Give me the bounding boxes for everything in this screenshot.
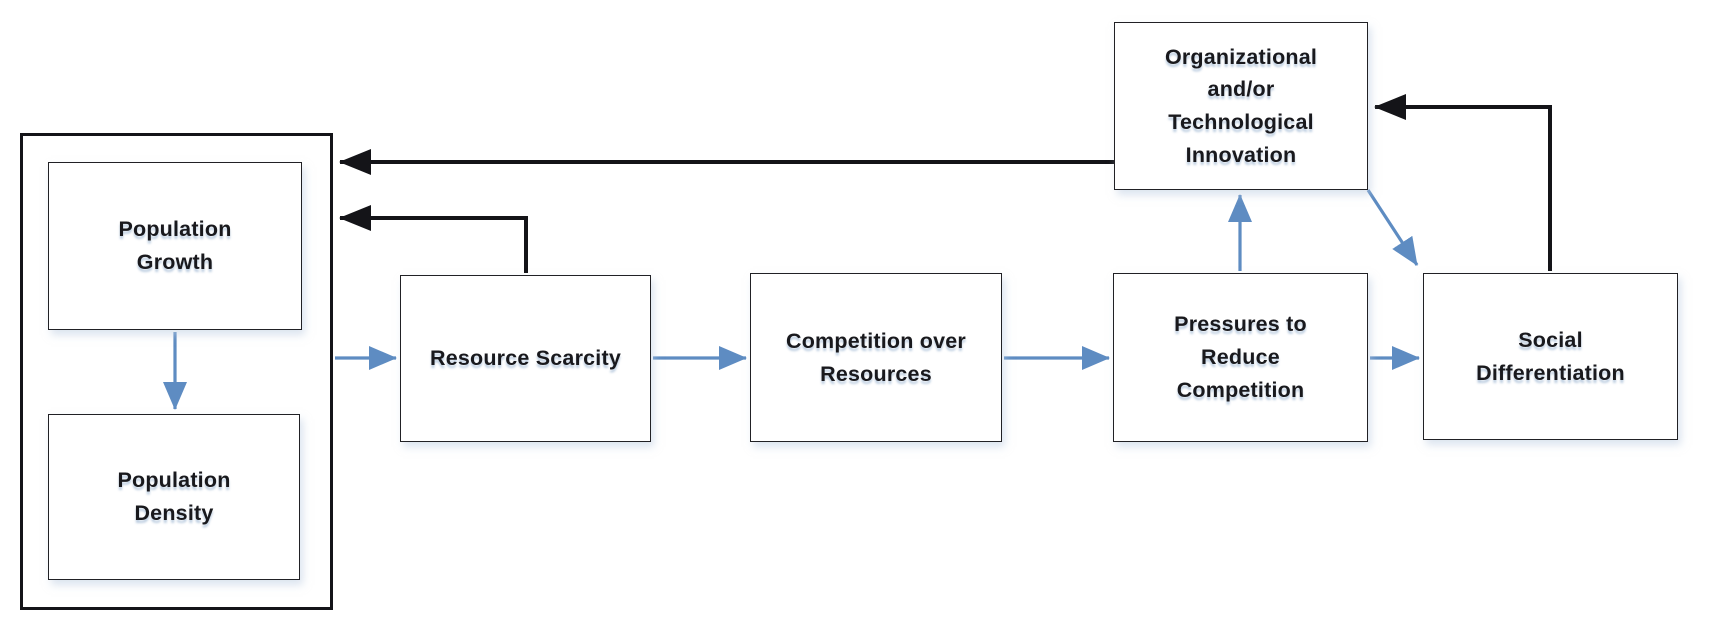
node-population-density: Population Density (48, 414, 300, 580)
node-organizational-technological-innovation: Organizational and/or Technological Inno… (1114, 22, 1368, 190)
node-population-growth-label: Population Growth (118, 217, 232, 274)
node-pressures-to-reduce-competition: Pressures to Reduce Competition (1113, 273, 1368, 442)
node-pressures-to-reduce-competition-label: Pressures to Reduce Competition (1174, 312, 1307, 402)
population-block-frame (20, 133, 333, 610)
arrow-innovation-to-social-differentiation (1366, 189, 1419, 266)
node-social-differentiation: Social Differentiation (1423, 273, 1678, 440)
node-population-density-label: Population Density (117, 468, 231, 525)
node-resource-scarcity: Resource Scarcity (400, 275, 651, 442)
node-competition-over-resources: Competition over Resources (750, 273, 1002, 442)
node-organizational-technological-innovation-label: Organizational and/or Technological Inno… (1164, 44, 1318, 167)
node-social-differentiation-label: Social Differentiation (1476, 327, 1625, 385)
node-resource-scarcity-label: Resource Scarcity (429, 346, 622, 371)
node-population-growth: Population Growth (48, 162, 302, 330)
feedback-social-differentiation-to-innovation (1374, 94, 1552, 271)
feedback-resource-scarcity-to-population-block (339, 205, 528, 273)
node-competition-over-resources-label: Competition over Resources (786, 328, 966, 386)
